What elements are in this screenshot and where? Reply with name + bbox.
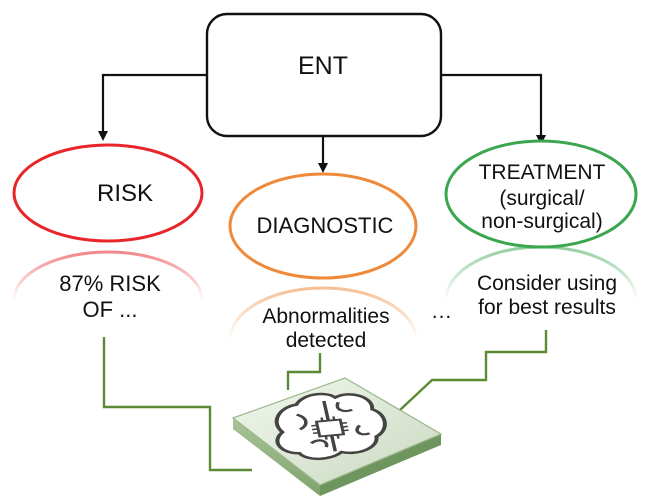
treatment-label: TREATMENT xyxy=(478,161,606,184)
diagnostic-ellipse xyxy=(228,172,418,280)
chip-plate-front xyxy=(320,434,441,496)
risk-reflection xyxy=(12,250,204,301)
treatment-sublabel-line1: (surgical/ xyxy=(499,187,585,210)
treatment-output-ellipsis: ... xyxy=(431,300,453,323)
ent-label: ENT xyxy=(298,52,348,80)
treatment-sublabel-line2: non-surgical) xyxy=(481,210,603,234)
treatment-output: Consider using for best results xyxy=(457,272,637,319)
diagnostic-output: Abnormalities detected xyxy=(236,305,416,352)
treatment-sublabel: (surgical/ non-surgical) xyxy=(447,187,637,233)
diagnostic-output-line1: Abnormalities xyxy=(262,305,390,328)
treatment-output-line1: Consider using xyxy=(476,272,618,295)
treatment-output-line2: for best results xyxy=(478,295,616,319)
diagnostic-reflection xyxy=(228,286,418,341)
connector-treatment xyxy=(441,73,546,145)
risk-output-line1: 87% RISK xyxy=(59,271,161,296)
risk-output: 87% RISK OF ... xyxy=(25,271,195,323)
risk-ellipse xyxy=(12,143,204,243)
chip-line-treatment xyxy=(399,330,548,411)
diagnostic-output-line2: detected xyxy=(285,328,367,352)
risk-label: RISK xyxy=(96,180,153,207)
ai-chip xyxy=(231,377,443,496)
treatment-reflection xyxy=(444,245,638,301)
brain-chip-icon xyxy=(274,392,387,461)
chip-plate-side xyxy=(233,418,320,496)
ent-box xyxy=(205,12,443,138)
risk-output-line2: OF ... xyxy=(82,296,138,322)
connector-risk xyxy=(98,73,207,141)
diagnostic-label: DIAGNOSTIC xyxy=(256,213,394,238)
chip-line-diagnostic xyxy=(286,353,322,390)
chip-line-risk xyxy=(102,337,252,472)
chip-connector-lines xyxy=(102,330,548,472)
